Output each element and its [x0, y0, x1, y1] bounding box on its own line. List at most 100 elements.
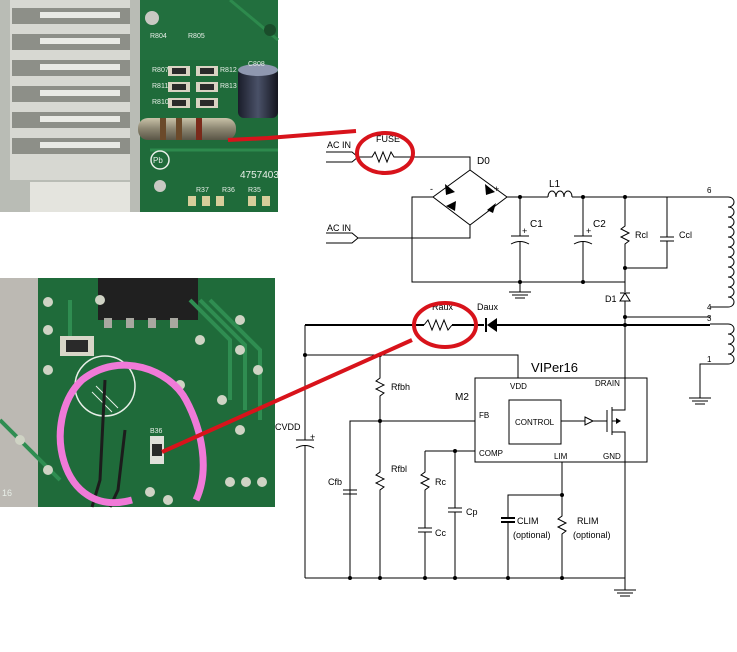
capacitor-cvdd — [295, 439, 315, 578]
silk-label: R807 — [152, 67, 169, 74]
ground-symbol-right — [689, 397, 711, 405]
rfbh-label: Rfbh — [391, 382, 410, 392]
pin-fb: FB — [479, 411, 489, 420]
pin-comp: COMP — [479, 449, 503, 458]
transformer-primary — [710, 196, 735, 308]
raux-label: Raux — [432, 302, 454, 312]
c1-plus: + — [522, 226, 527, 236]
transformer-pin-6: 6 — [707, 186, 712, 195]
rc-label: Rc — [435, 477, 446, 487]
resistor-rcl — [619, 197, 631, 292]
silk-label: R804 — [150, 33, 167, 40]
pcb-photo-top: R804 R805 R807 R811 R812 R813 R810 C808 … — [0, 0, 279, 212]
ic-ref: M2 — [455, 392, 469, 403]
c2-label: C2 — [593, 219, 606, 230]
ic-package — [98, 278, 198, 320]
silk-label: R810 — [152, 99, 169, 106]
rfbl-label: Rfbl — [391, 464, 407, 474]
ground-symbol-bottom — [614, 589, 636, 597]
pin-drain: DRAIN — [595, 379, 620, 388]
transformer-pin-1: 1 — [707, 355, 712, 364]
daux-label: Daux — [477, 302, 499, 312]
rlim-label: RLIM — [577, 516, 599, 526]
c1-label: C1 — [530, 219, 543, 230]
ac-in-2-label: AC IN — [327, 223, 351, 233]
electrolytic-capacitor-photo — [238, 64, 278, 118]
pink-highlight-loop — [56, 361, 207, 506]
cp-label: Cp — [466, 507, 478, 517]
ac-in-2-connector — [326, 232, 359, 244]
pb-free-mark: Pb — [150, 150, 170, 170]
svg-text:Pb: Pb — [153, 156, 163, 165]
l1-label: L1 — [549, 179, 561, 190]
viper16-ic — [474, 377, 648, 463]
highlight-ring-fuse — [355, 131, 415, 175]
capacitor-ccl — [625, 197, 674, 269]
capacitor-c1 — [510, 197, 530, 282]
ac-in-1-connector — [326, 151, 359, 163]
rlim-optional: (optional) — [573, 530, 611, 540]
highlight-ring-raux — [412, 301, 478, 349]
control-label: CONTROL — [515, 418, 555, 427]
transformer-pin-3: 3 — [707, 314, 712, 323]
clim-label: CLIM — [517, 516, 539, 526]
diode-d1 — [619, 292, 631, 308]
silk-label: R813 — [220, 83, 237, 90]
resistor-divider — [374, 355, 386, 578]
resistor-rlim — [556, 495, 568, 578]
pcb-photo-bottom: B36 16 — [0, 278, 275, 508]
silk-label: R812 — [220, 67, 237, 74]
pin-vdd: VDD — [510, 382, 527, 391]
red-annotations — [161, 129, 478, 454]
capacitor-c2 — [573, 197, 593, 282]
schematic: AC IN AC IN FUSE D0 + - L1 C1 — [275, 134, 735, 597]
clim-optional: (optional) — [513, 530, 551, 540]
silk-label: R37 — [196, 187, 209, 194]
capacitor-cc — [418, 527, 432, 578]
silk-label: R36 — [222, 187, 235, 194]
capacitor-cp — [448, 451, 462, 578]
ic-pins — [104, 318, 178, 328]
d1-label: D1 — [605, 294, 617, 304]
pointer-line-raux — [161, 338, 413, 454]
fuse-resistor-photo — [138, 118, 236, 140]
silk-label: R805 — [188, 33, 205, 40]
smd-resistors — [168, 66, 218, 108]
resistor-raux — [423, 318, 453, 332]
silk-label: 16 — [2, 488, 12, 498]
bridge-minus: - — [430, 184, 433, 194]
cvdd-plus: + — [310, 432, 315, 442]
rcl-label: Rcl — [635, 230, 648, 240]
fuse-label: FUSE — [376, 134, 400, 144]
ccl-label: Ccl — [679, 230, 692, 240]
silk-label: R35 — [248, 187, 261, 194]
capacitor-clim — [501, 517, 515, 578]
bridge-plus: + — [494, 184, 499, 194]
bridge-label: D0 — [477, 156, 490, 167]
cc-label: Cc — [435, 528, 446, 538]
ic-name: VIPer16 — [531, 360, 578, 375]
bridge-rectifier — [432, 169, 508, 226]
inductor-l1 — [547, 190, 573, 198]
resistor-rc — [419, 451, 431, 528]
pin-lim: LIM — [554, 452, 568, 461]
silk-label: B36 — [150, 428, 163, 435]
silk-label: C808 — [248, 61, 265, 68]
pin-gnd: GND — [603, 452, 621, 461]
fuse-symbol — [358, 150, 471, 170]
ground-symbol-top — [509, 282, 531, 299]
silk-label: 4757403 — [240, 170, 279, 181]
pointer-line-fuse — [227, 129, 357, 142]
diode-daux — [485, 318, 497, 332]
header-pins — [188, 196, 270, 206]
control-block — [508, 399, 562, 445]
power-mosfet — [606, 378, 626, 462]
cfb-label: Cfb — [328, 477, 342, 487]
transformer-pin-4: 4 — [707, 303, 712, 312]
transformer-aux — [710, 323, 735, 365]
cvdd-label: CVDD — [275, 422, 301, 432]
silk-label: R811 — [152, 83, 168, 90]
connector-pins — [12, 8, 130, 154]
junction-dots — [303, 195, 627, 580]
